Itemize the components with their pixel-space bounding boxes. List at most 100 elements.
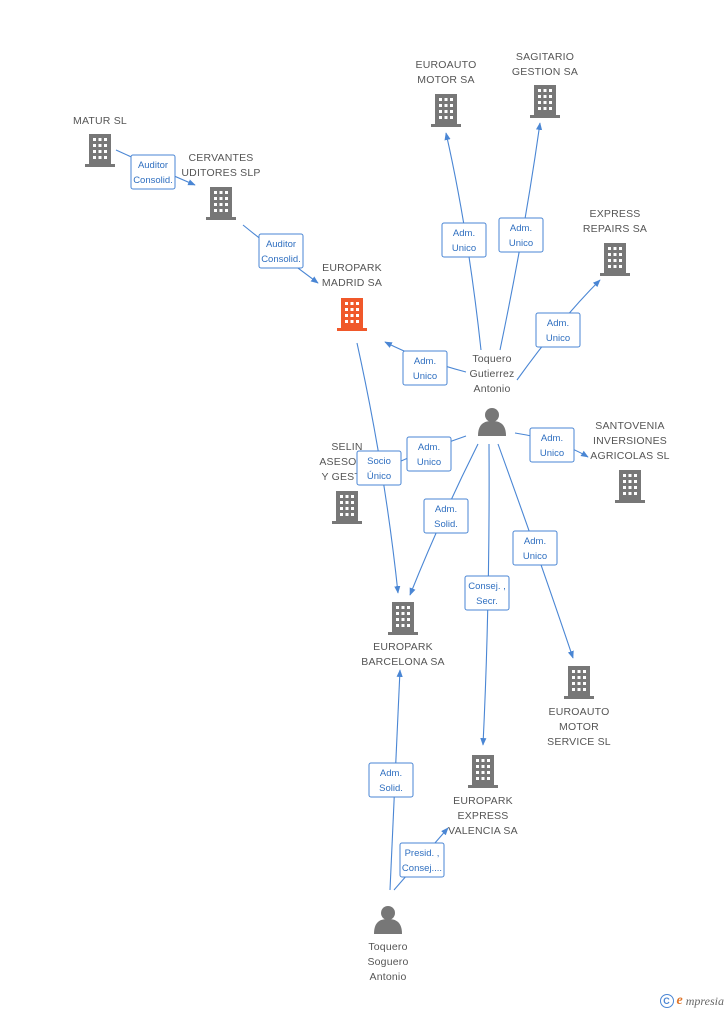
edge-label-text: Solid. [379,783,403,794]
node-sagitario[interactable]: SAGITARIO GESTION SA [512,51,578,118]
node-label-line: MADRID SA [322,277,382,289]
building-icon [468,755,498,788]
node-santovenia[interactable]: SANTOVENIA INVERSIONES AGRICOLAS SL [590,420,670,503]
edge-label-text: Socio [367,456,391,467]
edge-label-text: Unico [540,448,564,459]
edge-label-text: Adm. [380,768,402,779]
edge-label-e14[interactable]: Presid. , Consej.... [399,842,445,878]
edge-label-text: Unico [546,333,570,344]
edge-label-e5[interactable]: Adm. Unico [406,436,452,472]
node-europark_valencia[interactable]: EUROPARK EXPRESS VALENCIA SA [448,755,518,837]
person-icon [374,906,402,934]
edge-label-e3[interactable]: Adm. Unico [535,312,581,348]
brand-initial: e [676,993,683,1008]
node-label-line: MOTOR SA [417,74,474,86]
person-icon [478,408,506,436]
edge-label-text: Adm. [435,504,457,515]
edge-label-text: Unico [413,371,437,382]
edge-label-e8[interactable]: Consej. , Secr. [464,575,510,611]
edge-label-text: Adm. [541,433,563,444]
edge-label-text: Adm. [547,318,569,329]
building-icon [431,94,461,127]
edge-label-text: Unico [452,243,476,254]
building-icon [206,187,236,220]
edge-label-text: Auditor [266,239,296,250]
edge-label-text: Adm. [414,356,436,367]
node-label-line: EUROPARK [453,795,513,807]
node-label-line: MATUR SL [73,115,127,127]
edge-label-text: Solid. [434,519,458,530]
node-label-line: Toquero [368,941,407,953]
node-label-line: SANTOVENIA [595,420,665,432]
edge-label-e2[interactable]: Adm.Unico [498,217,544,253]
edge-label-text: Adm. [418,442,440,453]
edge-label-e1[interactable]: Adm. Unico [441,222,487,258]
building-icon [530,85,560,118]
node-label-line: BARCELONA SA [361,656,445,668]
node-label-line: EUROPARK [322,262,382,274]
node-label-line: AGRICOLAS SL [590,450,669,462]
building-icon [85,134,115,167]
node-label-line: Soguero [367,956,408,968]
edge-label-text: Adm. [453,228,475,239]
brand-name: mpresia [685,993,724,1008]
edge-label-text: Consolid. [133,175,173,186]
building-icon [615,470,645,503]
building-icon [332,491,362,524]
edge-label-text: Unico [523,551,547,562]
node-label-line: Antonio [473,383,510,395]
edge-label-text: Consolid. [261,254,301,265]
node-label-line: Gutierrez [470,368,515,380]
edge-label-text: Presid. , [405,848,440,859]
node-label-line: CERVANTES [188,152,253,164]
building-icon [337,298,367,331]
edge-label-text: Único [367,471,391,482]
node-label-line: REPAIRS SA [583,223,647,235]
node-europark_barcelona[interactable]: EUROPARK BARCELONA SA [361,602,445,668]
edge-label-e6[interactable]: Adm. Unico [529,427,575,463]
edge-label-text: Adm. [510,223,532,234]
edge-label-text: Secr. [476,596,498,607]
node-label-line: GESTION SA [512,66,578,78]
node-label-line: VALENCIA SA [448,825,518,837]
edge-label-text: Consej. , [468,581,506,592]
node-label-line: Antonio [369,971,406,983]
node-label-line: Toquero [472,353,511,365]
node-label-line: MOTOR [559,721,599,733]
node-label-line: EXPRESS [589,208,640,220]
node-europark_madrid[interactable]: EUROPARK MADRID SA [322,262,382,331]
node-label-line: SAGITARIO [516,51,574,63]
copyright-icon: C [659,994,674,1008]
node-label-line: EXPRESS [457,810,508,822]
node-euroauto_service[interactable]: EUROAUTO MOTOR SERVICE SL [547,666,611,748]
edge-label-text: Unico [417,457,441,468]
node-cervantes[interactable]: CERVANTES UDITORES SLP [181,152,260,220]
edge-label-e9[interactable]: Adm. Unico [512,530,558,566]
edge-labels-layer: Adm.UnicoAdm.UnicoAdm.UnicoAdm.UnicoAdm.… [130,154,581,878]
building-icon [388,602,418,635]
node-label-line: SELIN [331,441,362,453]
node-express_repairs[interactable]: EXPRESS REPAIRS SA [583,208,647,276]
edge-label-e4[interactable]: Adm. Unico [402,350,448,386]
node-label-line: EUROAUTO [549,706,610,718]
building-icon [600,243,630,276]
edge-label-text: Auditor [138,160,168,171]
node-matur[interactable]: MATUR SL [73,115,127,167]
edge-label-text: Adm. [524,536,546,547]
node-label-line: UDITORES SLP [181,167,260,179]
node-label-line: SERVICE SL [547,736,611,748]
node-label-line: INVERSIONES [593,435,667,447]
building-icon [564,666,594,699]
edge-label-text: Consej.... [402,863,442,874]
node-label-line: EUROPARK [373,641,433,653]
edge-label-e13[interactable]: Adm. Solid. [368,762,414,798]
edge-label-e7[interactable]: Adm. Solid. [423,498,469,534]
